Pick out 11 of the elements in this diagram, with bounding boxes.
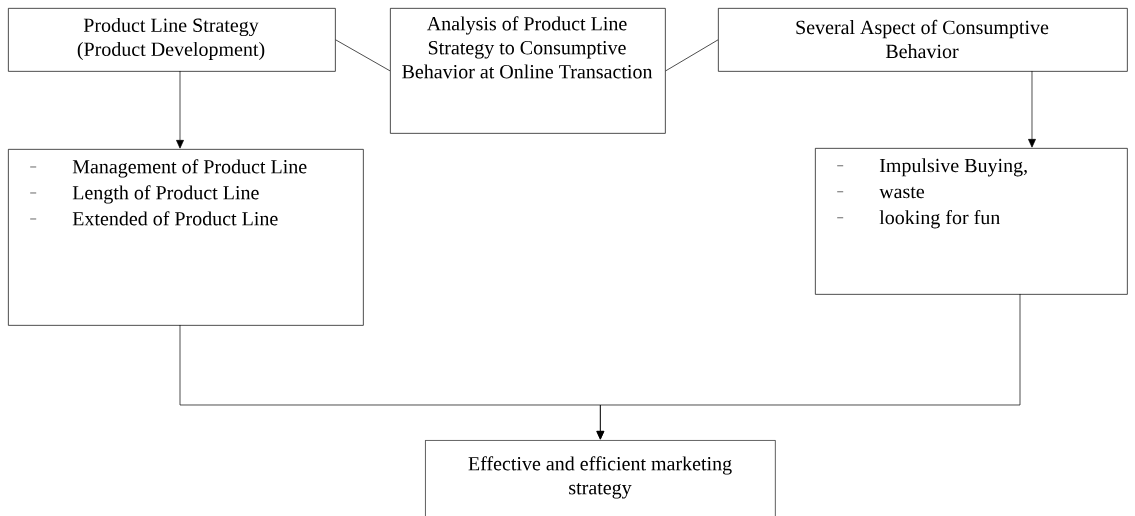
process-box: Product Line Strategy (Product Development)	[8, 8, 336, 72]
arrow	[176, 70, 184, 149]
connector-line	[665, 39, 719, 72]
connector-line	[335, 39, 391, 72]
list-box: Impulsive Buying, waste looking for fun	[815, 148, 1128, 295]
arrow	[596, 293, 1021, 440]
process-box: Several Aspect of Consumptive Behavior	[718, 8, 1128, 72]
process-box: Analysis of Product Line Strategy to Consumptive Behavior at Online Transaction	[390, 8, 666, 134]
list-box: Management of Product Line Length of Product Line Extended of Product Line	[8, 149, 364, 326]
process-box: Effective and efficient marketing strategy	[425, 440, 776, 516]
arrow	[1028, 70, 1036, 148]
